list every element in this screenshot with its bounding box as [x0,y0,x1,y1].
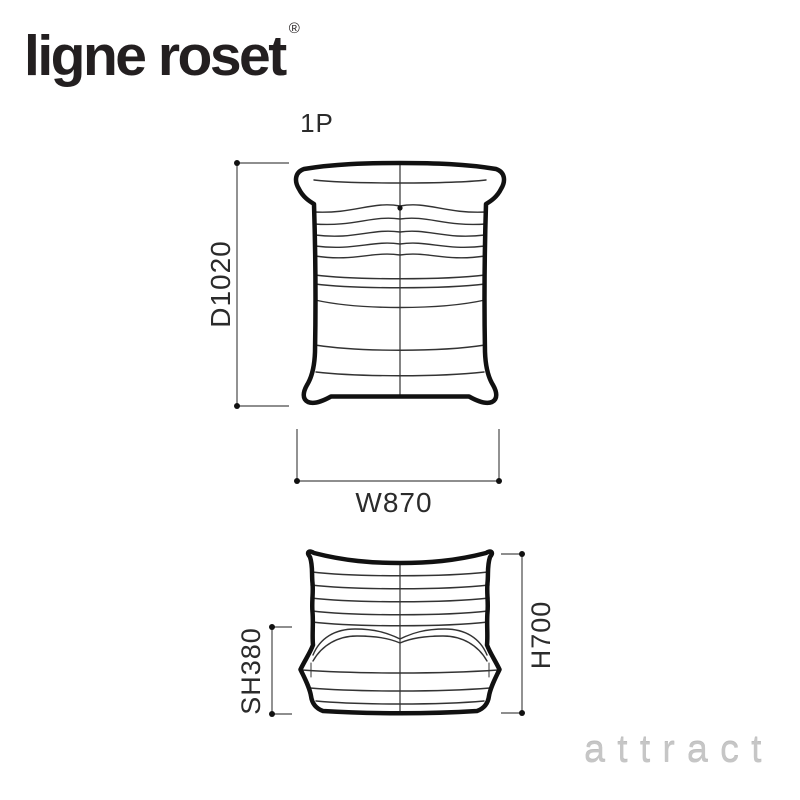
height-dimension-label: H700 [526,600,556,670]
dimension-lines [234,160,525,717]
height-dimension-line [501,551,525,716]
depth-dimension-label: D1020 [205,240,236,328]
seat-height-dimension-line [269,624,292,717]
watermark-text: attract [584,729,774,771]
brand-logo: ligne roset® [24,21,300,85]
seat-height-dimension-label: SH380 [236,627,266,715]
registered-trademark-symbol: ® [288,20,300,37]
brand-logo-text: ligne roset [24,24,287,88]
width-dimension-label: W870 [355,487,433,518]
variant-label: 1P [300,108,334,138]
top-view-drawing [293,160,507,406]
front-view-drawing [298,549,502,716]
depth-dimension-line [234,160,289,409]
top-view-button-dot [397,205,403,211]
front-view-outline [298,549,502,716]
top-view-outline [293,160,507,406]
width-dimension-line [294,429,502,484]
